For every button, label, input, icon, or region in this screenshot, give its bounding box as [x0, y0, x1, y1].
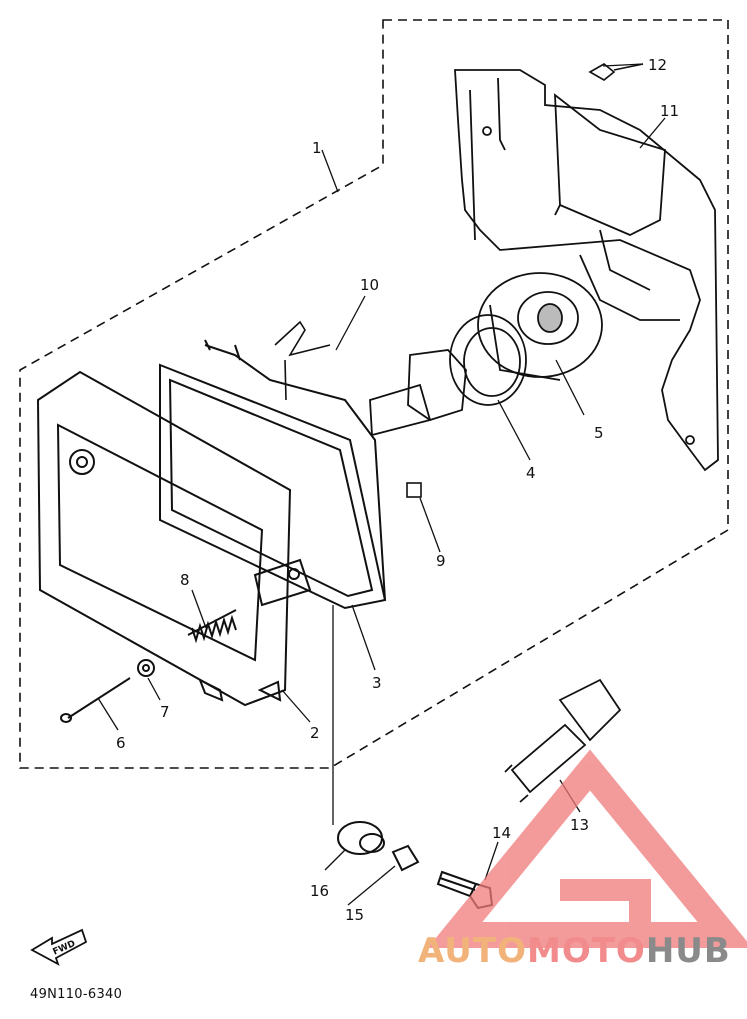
- adjusting-screw-6: [60, 677, 131, 723]
- retaining-ring-4: [449, 314, 527, 406]
- leader-lines: [97, 63, 666, 906]
- callout-16: 16: [310, 882, 329, 900]
- callout-14: 14: [492, 824, 511, 842]
- clip-nut-9: [406, 482, 422, 498]
- halogen-bulb-13: [504, 678, 622, 803]
- nut-7: [137, 659, 155, 677]
- fwd-arrow-icon: FWD: [30, 928, 88, 966]
- callout-1: 1: [312, 139, 322, 157]
- sealed-beam-unit-3: [159, 339, 387, 610]
- callout-8: 8: [180, 571, 190, 589]
- callout-11: 11: [660, 102, 679, 120]
- socket-cover-5: [477, 272, 603, 381]
- assembly-boundary: [19, 19, 729, 769]
- bolt-12: [588, 63, 644, 81]
- callout-9: 9: [436, 552, 446, 570]
- spring-clip-10: [274, 320, 331, 401]
- watermark-auto: AUTO: [418, 931, 527, 971]
- callout-10: 10: [360, 276, 379, 294]
- watermark-logo-icon: [427, 749, 747, 948]
- diagram-code: 49N110-6340: [30, 987, 123, 1002]
- callout-2: 2: [310, 724, 320, 742]
- watermark-text: AUTOMOTOHUB: [418, 934, 731, 968]
- adjusting-spring-8: [187, 609, 237, 644]
- callout-13: 13: [570, 816, 589, 834]
- callout-15: 15: [345, 906, 364, 924]
- callout-7: 7: [160, 703, 170, 721]
- callout-3: 3: [372, 674, 382, 692]
- collar-15: [391, 844, 420, 872]
- callout-4: 4: [526, 464, 536, 482]
- headlight-bracket: [454, 69, 719, 472]
- headlight-rim-2: [36, 370, 312, 707]
- watermark-moto: MOTO: [526, 931, 646, 971]
- watermark-hub: HUB: [645, 931, 731, 971]
- callout-6: 6: [116, 734, 126, 752]
- bulb-holder: [369, 349, 467, 437]
- callout-5: 5: [594, 424, 604, 442]
- grommet-16: [337, 821, 385, 855]
- callout-12: 12: [648, 56, 667, 74]
